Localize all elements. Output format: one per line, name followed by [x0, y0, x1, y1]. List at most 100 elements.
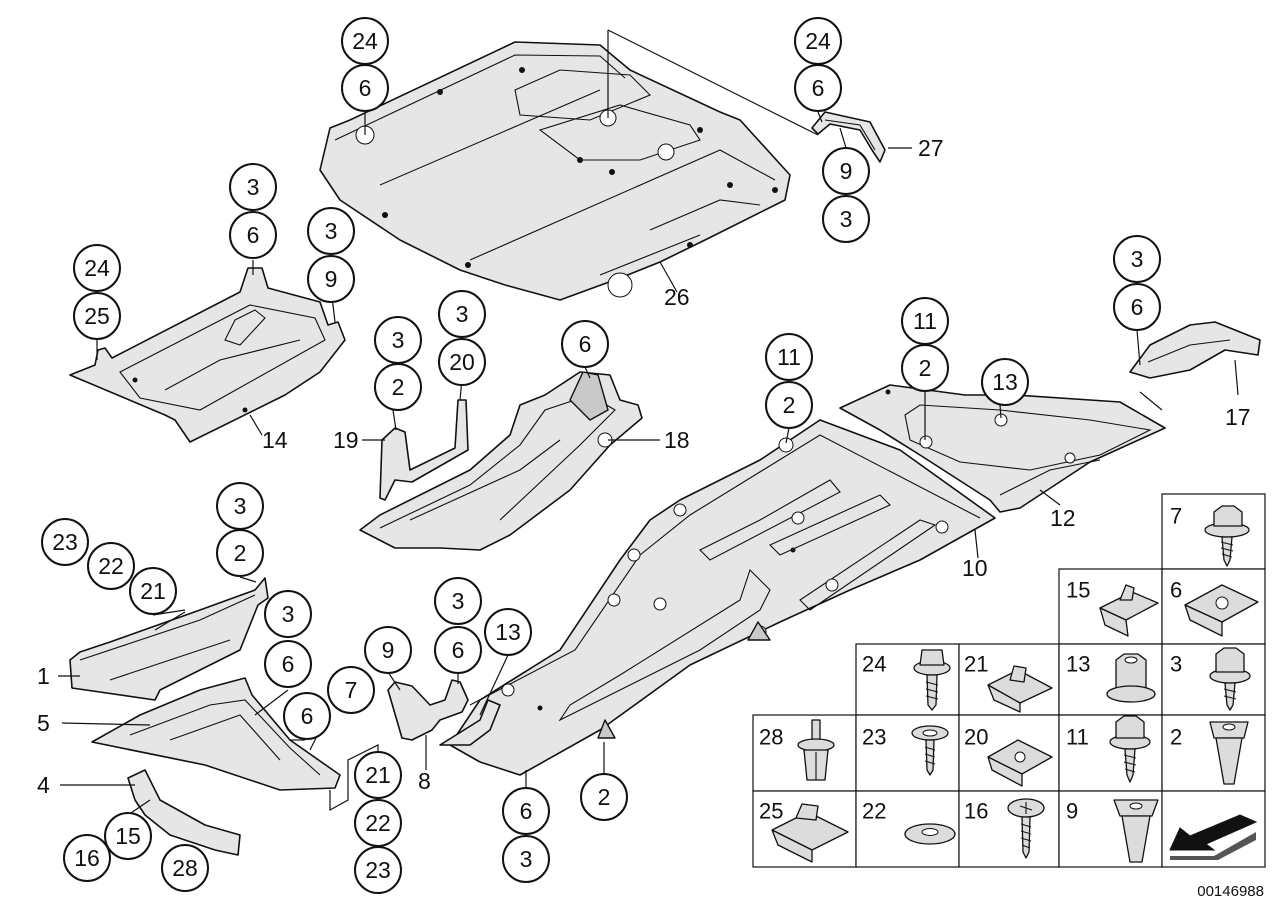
document-number: 00146988 — [1197, 883, 1264, 900]
callout-c17: 6 — [561, 320, 609, 368]
callout-c10: 9 — [307, 255, 355, 303]
callout-c35: 9 — [364, 626, 412, 674]
callout-c25: 3 — [216, 482, 264, 530]
trim-strip-4 — [127, 769, 241, 856]
svg-text:16: 16 — [74, 845, 100, 871]
svg-text:22: 22 — [98, 553, 124, 579]
svg-text:6: 6 — [452, 637, 465, 663]
part-label-5: 5 — [37, 710, 50, 736]
shield-plate-14 — [69, 267, 346, 443]
callout-c29: 21 — [129, 567, 177, 615]
bracket-27 — [811, 111, 886, 163]
svg-text:2: 2 — [919, 355, 932, 381]
callout-c08: 6 — [229, 211, 277, 259]
svg-text:3: 3 — [392, 327, 405, 353]
callout-c04: 6 — [794, 64, 842, 112]
fastener-label-9: 9 — [1066, 799, 1078, 824]
svg-text:20: 20 — [449, 349, 475, 375]
flange-screw-icon — [913, 649, 951, 711]
callout-c16: 20 — [438, 338, 486, 386]
callout-c03: 24 — [794, 17, 842, 65]
callout-c05: 9 — [822, 147, 870, 195]
plate-nut-icon — [987, 739, 1053, 787]
clip-nut-icon — [1184, 584, 1259, 637]
callout-c01: 24 — [341, 17, 389, 65]
svg-text:6: 6 — [301, 703, 314, 729]
callout-c33: 6 — [283, 692, 331, 740]
self-tapping-hex-screw-icon — [1109, 715, 1151, 783]
callout-c46: 28 — [161, 844, 209, 892]
fastener-label-20: 20 — [964, 725, 988, 750]
expanding-rivet-icon — [797, 719, 835, 781]
svg-text:3: 3 — [456, 301, 469, 327]
part-label-26: 26 — [664, 284, 690, 310]
callout-c18: 11 — [765, 333, 813, 381]
callouts: 24 6 24 6 9 3 3 6 3 9 24 25 3 2 3 20 6 1… — [41, 17, 1161, 894]
callout-c34: 3 — [434, 577, 482, 625]
svg-text:6: 6 — [282, 651, 295, 677]
callout-c21: 2 — [901, 344, 949, 392]
fastener-label-11: 11 — [1066, 725, 1089, 750]
part-label-19: 19 — [333, 427, 359, 453]
hex-nut-collar-icon — [1106, 653, 1156, 703]
svg-text:3: 3 — [247, 174, 260, 200]
svg-text:23: 23 — [52, 529, 78, 555]
svg-text:21: 21 — [365, 762, 391, 788]
svg-text:21: 21 — [140, 578, 166, 604]
callout-c06: 3 — [822, 195, 870, 243]
callout-c38: 21 — [354, 751, 402, 799]
pan-head-screw-icon — [1007, 798, 1045, 859]
callout-c11: 24 — [73, 244, 121, 292]
callout-c37: 13 — [484, 608, 532, 656]
svg-text:3: 3 — [452, 588, 465, 614]
svg-text:2: 2 — [392, 374, 405, 400]
callout-c13: 3 — [374, 316, 422, 364]
svg-text:23: 23 — [365, 857, 391, 883]
svg-text:13: 13 — [495, 619, 521, 645]
air-duct-1 — [69, 577, 269, 701]
screw-with-washer-icon — [911, 725, 949, 776]
hex-bolt-with-washer-icon — [1204, 505, 1250, 567]
svg-text:11: 11 — [913, 308, 937, 334]
svg-text:9: 9 — [840, 158, 853, 184]
svg-text:2: 2 — [783, 392, 796, 418]
leader-lines — [58, 29, 1239, 816]
fastener-label-7: 7 — [1170, 504, 1182, 529]
part-label-12: 12 — [1050, 505, 1076, 531]
part-label-1: 1 — [37, 663, 50, 689]
part-label-8: 8 — [418, 768, 431, 794]
svg-text:9: 9 — [325, 266, 338, 292]
svg-text:3: 3 — [840, 206, 853, 232]
callout-c15: 3 — [438, 290, 486, 338]
callout-c19: 2 — [765, 381, 813, 429]
svg-text:24: 24 — [352, 28, 378, 54]
callout-c42: 3 — [502, 835, 550, 883]
spring-nut-clip-icon — [1099, 584, 1159, 637]
callout-c30: 3 — [264, 590, 312, 638]
fastener-label-15: 15 — [1066, 578, 1090, 603]
svg-text:6: 6 — [247, 222, 260, 248]
part-labels: 27 26 14 19 18 17 12 10 1 5 4 8 — [37, 135, 1251, 798]
fastener-label-24: 24 — [862, 652, 886, 677]
fastener-label-13: 13 — [1066, 652, 1090, 677]
svg-text:24: 24 — [805, 28, 831, 54]
underbody-panel-26 — [319, 41, 791, 301]
hex-bolt-icon — [1209, 647, 1251, 711]
callout-c39: 22 — [354, 799, 402, 847]
callout-c32: 7 — [327, 666, 375, 714]
part-label-14: 14 — [262, 427, 288, 453]
svg-text:2: 2 — [598, 784, 611, 810]
callout-c09: 3 — [307, 207, 355, 255]
callout-c24: 6 — [1113, 283, 1161, 331]
callout-c02: 6 — [341, 64, 389, 112]
svg-text:3: 3 — [325, 218, 338, 244]
callout-c22: 13 — [981, 358, 1029, 406]
bracket-13 — [439, 699, 501, 746]
svg-text:28: 28 — [172, 855, 198, 881]
sheet-metal-nut-icon — [987, 665, 1053, 713]
svg-text:6: 6 — [812, 75, 825, 101]
bracket-19 — [379, 399, 469, 501]
svg-text:6: 6 — [520, 798, 533, 824]
fastener-label-3: 3 — [1170, 652, 1182, 677]
